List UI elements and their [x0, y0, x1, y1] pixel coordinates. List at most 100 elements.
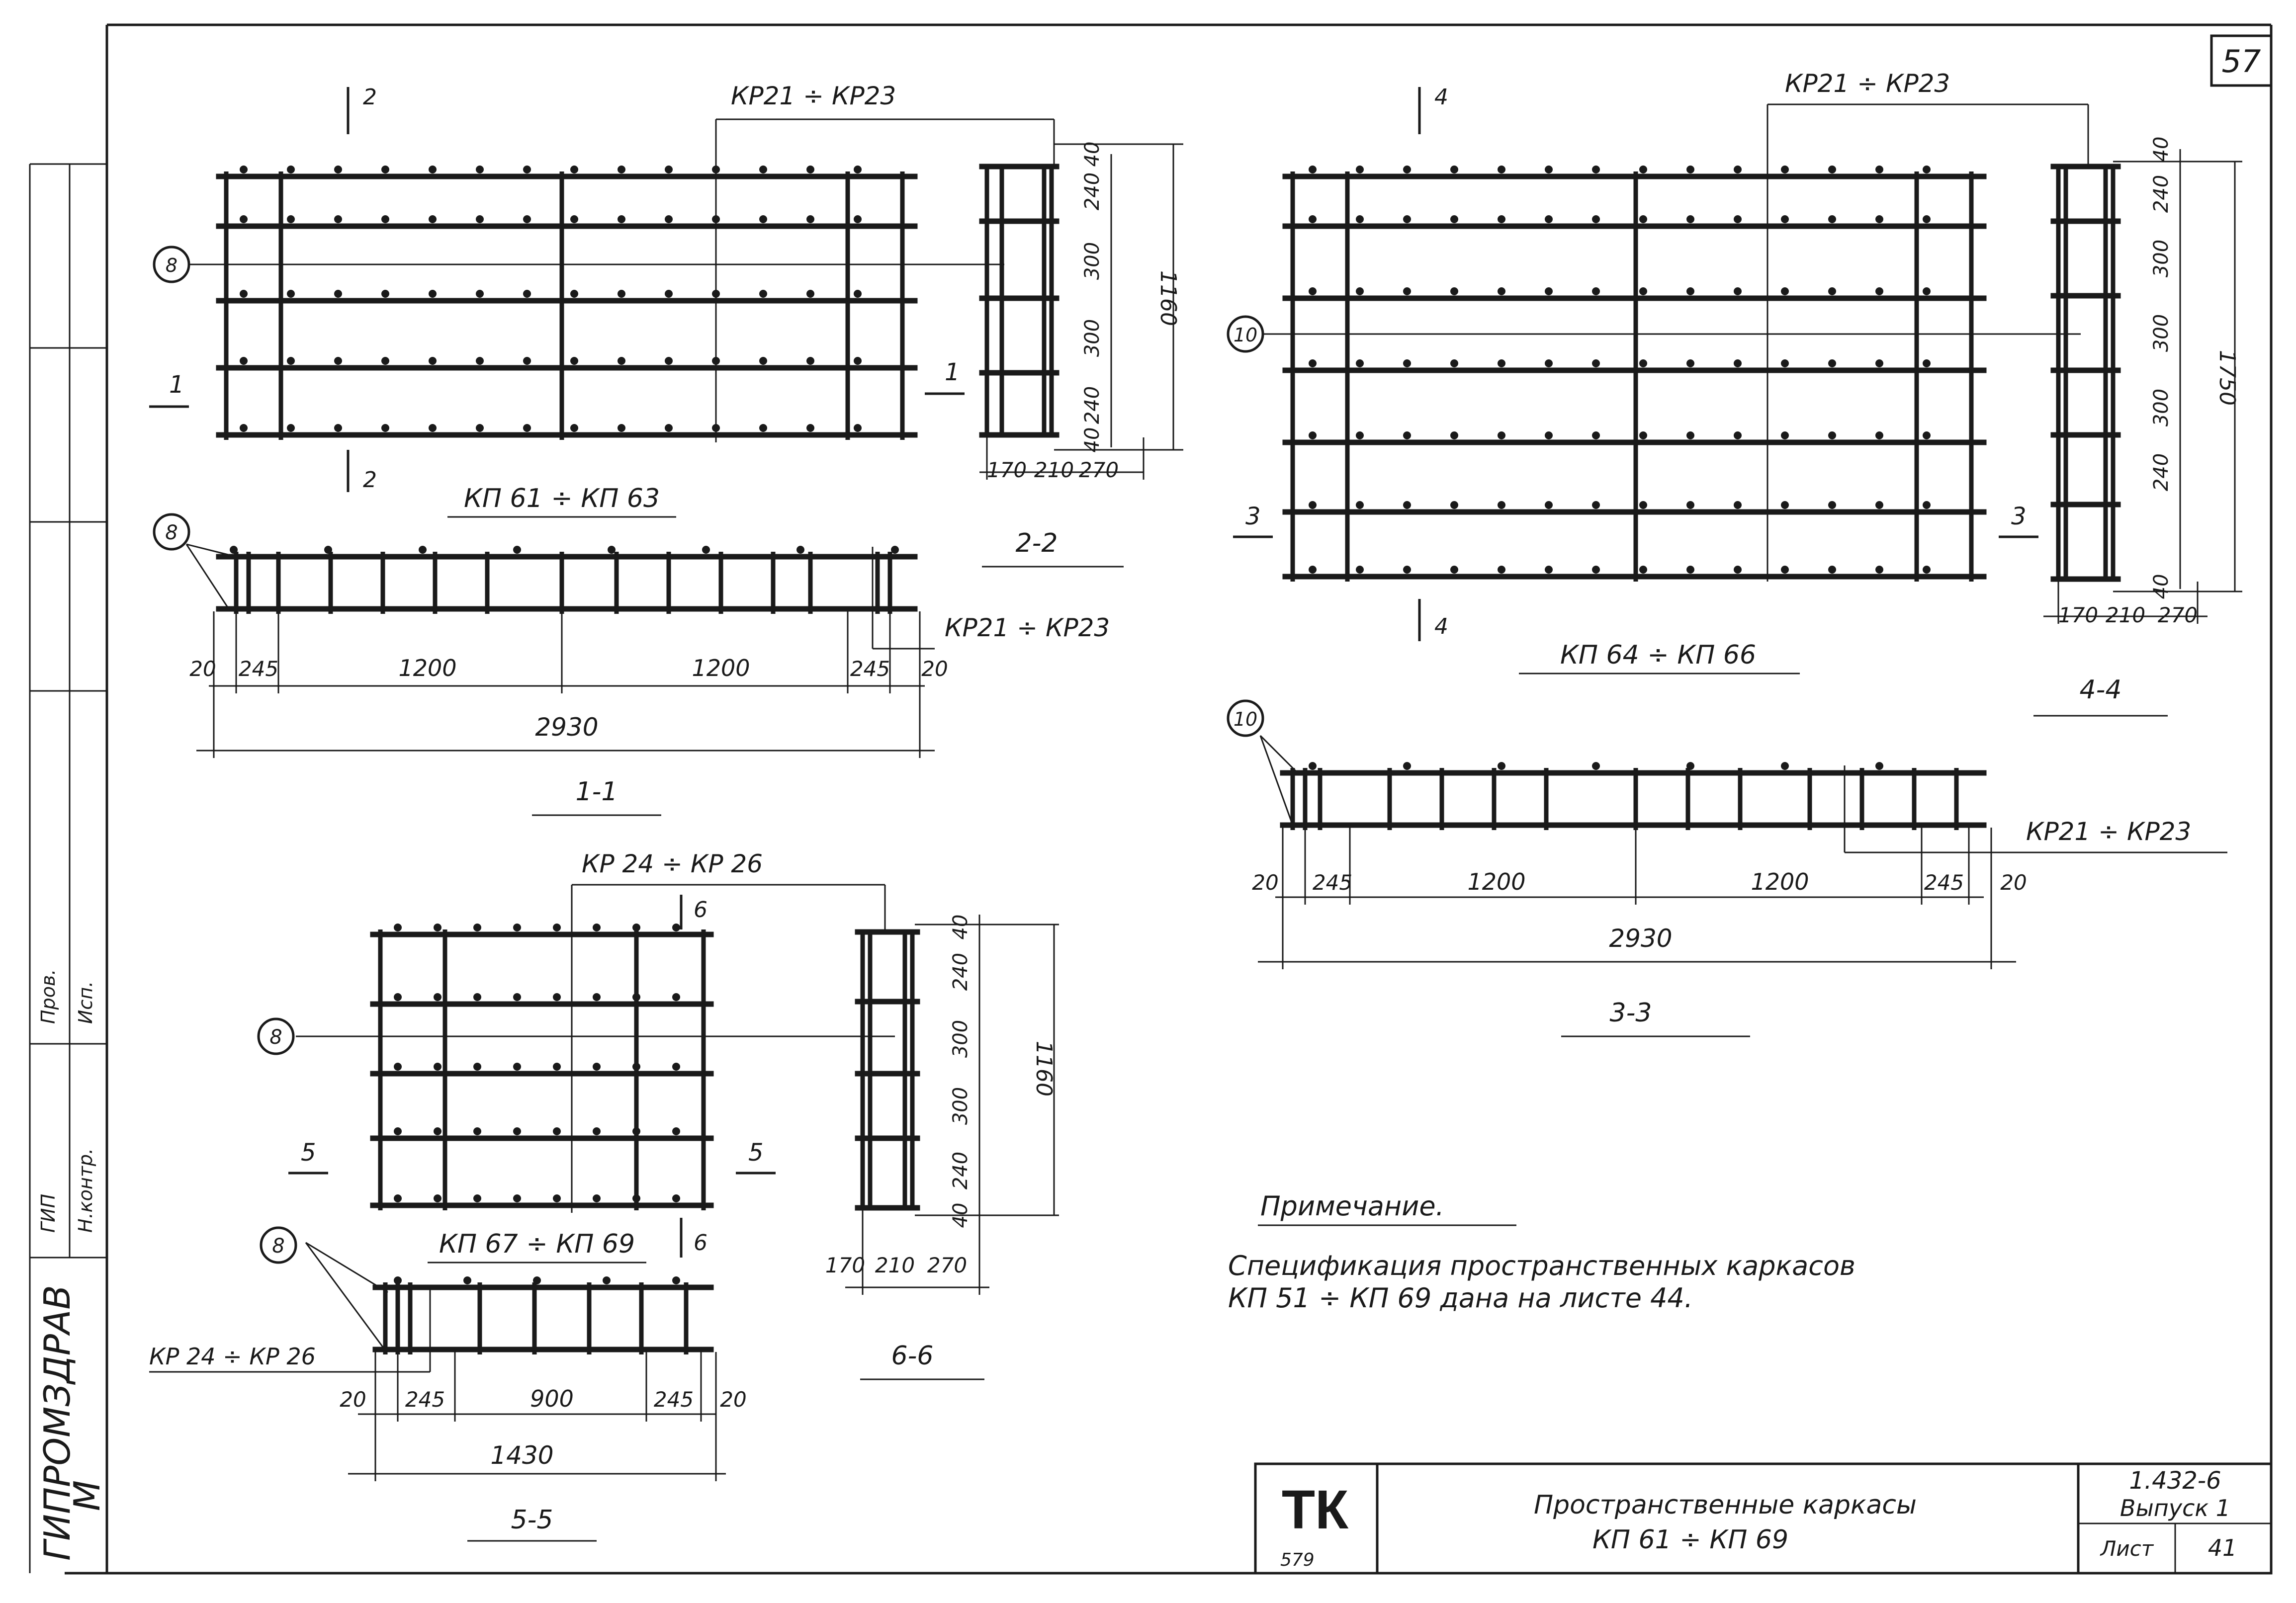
kp67-callout-mark: 8 [269, 1026, 282, 1049]
rebar-dot [523, 215, 531, 223]
rebar-dot [854, 166, 862, 173]
s55-caption: 5-5 [511, 1505, 553, 1535]
rebar-dot [672, 993, 680, 1001]
kp61-section-left: 1 [169, 371, 184, 399]
rebar-dot [1545, 215, 1553, 223]
rebar-dot [1639, 501, 1647, 509]
rebar-dot [1828, 215, 1836, 223]
rebar-dot [618, 166, 625, 173]
rebar-dot [1734, 566, 1742, 574]
section-3-3-labels: 10 КР21 ÷ КР23 20 245 1200 1200 245 20 2… [1234, 708, 2191, 1028]
frame-kp61-side-labels: 40 240 300 300 240 40 1160 170 210 270 2… [987, 142, 1181, 558]
rebar-dot [240, 290, 248, 298]
kp61-cut-top: 2 [363, 84, 377, 110]
rebar-dot [429, 215, 437, 223]
rebar-dot [1875, 501, 1883, 509]
rebar-dot [1450, 501, 1458, 509]
left-margin-strip: ГИП Н.контр. Пров. Исп. ГИПРОМЗДРАВ М [29, 163, 108, 1573]
rebar-dot [1734, 359, 1742, 367]
s11-callout-mark: 8 [165, 521, 177, 544]
s11-total: 2930 [535, 713, 598, 742]
rebar-dot [473, 1194, 481, 1202]
rebar-dot [394, 1194, 402, 1202]
rebar-dot [523, 166, 531, 173]
rebar-dot [712, 166, 720, 173]
rebar-dot [1309, 566, 1317, 574]
rebar-dot [513, 1127, 521, 1135]
rebar-dot [672, 1063, 680, 1071]
rebar-dot [712, 215, 720, 223]
rebar-dot [553, 924, 561, 931]
rebar-dot [665, 290, 673, 298]
kp61-side-dim-5: 240 [1081, 386, 1104, 424]
frame-kp61-plan [149, 87, 1055, 518]
rebar-dot [1545, 566, 1553, 574]
rebar-dot [608, 546, 616, 554]
rebar-dot [1875, 431, 1883, 439]
rebar-dot [1734, 501, 1742, 509]
rebar-dot [1923, 566, 1931, 574]
rebar-dot [1545, 287, 1553, 295]
rebar-dot [854, 215, 862, 223]
rebar-dot [429, 290, 437, 298]
kp61-cut-bottom: 2 [363, 467, 377, 493]
rebar-dot [476, 166, 484, 173]
rebar-dot [1781, 287, 1789, 295]
rebar-dot [1309, 359, 1317, 367]
kp64-cut-bottom: 4 [1434, 614, 1448, 639]
rebar-dot [1309, 501, 1317, 509]
rebar-dot [1592, 501, 1600, 509]
kp61-side-dim-1: 40 [1081, 142, 1104, 167]
rebar-dot [287, 290, 295, 298]
rebar-dot [665, 166, 673, 173]
rebar-dot [1356, 359, 1364, 367]
section-3-3 [1227, 699, 2227, 1037]
rebar-dot [334, 357, 342, 365]
rebar-dot [1734, 215, 1742, 223]
title-sheet-label: Лист [2100, 1536, 2154, 1561]
rebar-dot [287, 166, 295, 173]
frame-kp67-labels: 6 6 5 5 8 КР 24 ÷ КР 26 КП 67 ÷ КП 69 [269, 849, 763, 1259]
kp67-side-dim-5: 240 [949, 1152, 972, 1189]
rebar-dot [618, 215, 625, 223]
rebar-dot [759, 215, 767, 223]
rebar-dot [1781, 359, 1789, 367]
rebar-dot [394, 993, 402, 1001]
rebar-dot [796, 546, 804, 554]
rebar-dot [1781, 215, 1789, 223]
rebar-dot [712, 357, 720, 365]
rebar-dot [1403, 166, 1411, 173]
rebar-dot [1498, 166, 1505, 173]
rebar-dot [1403, 287, 1411, 295]
title-line-2: КП 61 ÷ КП 69 [1592, 1525, 1788, 1555]
rebar-dot [473, 993, 481, 1001]
rebar-dot [1450, 215, 1458, 223]
s33-dim-6: 20 [2000, 870, 2027, 895]
rebar-dot [240, 215, 248, 223]
rebar-dot [473, 924, 481, 931]
stamp-4: Исп. [75, 981, 96, 1024]
section-1-1-labels: 8 КР21 ÷ КР23 20 245 1200 1200 245 20 29… [165, 521, 1110, 807]
s33-dim-1: 20 [1252, 870, 1278, 895]
rebar-dot [806, 215, 814, 223]
title-block: ТК 579 Пространственные каркасы КП 61 ÷ … [1254, 1462, 2273, 1575]
s55-total: 1430 [490, 1441, 553, 1470]
rebar-dot [1498, 501, 1505, 509]
section-5-5 [149, 1226, 726, 1542]
s11-dim-6: 20 [921, 657, 948, 681]
rebar-dot [1639, 166, 1647, 173]
rebar-dot [553, 1063, 561, 1071]
rebar-dot [394, 1127, 402, 1135]
rebar-dot [593, 1063, 601, 1071]
rebar-dot [1875, 762, 1883, 770]
kp67-side-dim-1: 40 [949, 915, 972, 940]
kp64-side-dim-3: 300 [2150, 240, 2173, 277]
rebar-dot [1639, 359, 1647, 367]
page-number: 57 [2222, 43, 2261, 80]
s33-callout-mark: 10 [1234, 708, 1257, 730]
kp67-section-left: 5 [301, 1139, 316, 1167]
rebar-dot [1923, 359, 1931, 367]
rebar-dot [1781, 762, 1789, 770]
rebar-dot [473, 1063, 481, 1071]
rebar-dot [1828, 501, 1836, 509]
